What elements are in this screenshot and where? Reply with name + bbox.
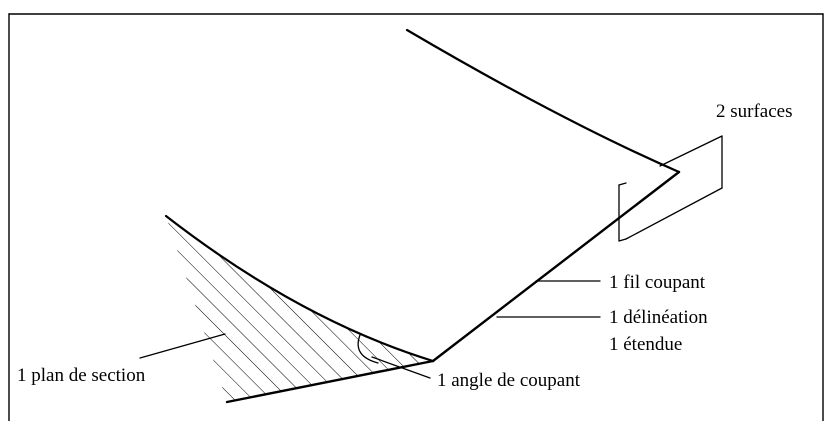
cutting-edge-line bbox=[431, 170, 681, 363]
surfaces-leader-upper bbox=[659, 135, 723, 167]
cutting-angle-arc bbox=[357, 334, 379, 364]
surfaces-bracket-top-tick bbox=[618, 182, 627, 186]
surfaces-leader-lower bbox=[625, 187, 723, 240]
lower-surface-curve bbox=[164, 214, 435, 363]
plan-section-leader bbox=[139, 333, 226, 359]
label-plan-section: 1 plan de section bbox=[17, 365, 146, 386]
label-etendue: 1 étendue bbox=[609, 334, 682, 355]
section-base-line bbox=[225, 359, 435, 404]
label-surfaces: 2 surfaces bbox=[716, 101, 793, 122]
upper-surface-curve bbox=[405, 28, 681, 174]
section-plane-hatch bbox=[166, 216, 433, 402]
angle-coupant-leader bbox=[371, 356, 431, 379]
surfaces-bracket-bottom-tick bbox=[618, 238, 627, 242]
label-fil-coupant: 1 fil coupant bbox=[609, 272, 706, 293]
label-angle-coupant: 1 angle de coupant bbox=[437, 370, 581, 391]
label-delineation: 1 délinéation bbox=[609, 307, 708, 328]
